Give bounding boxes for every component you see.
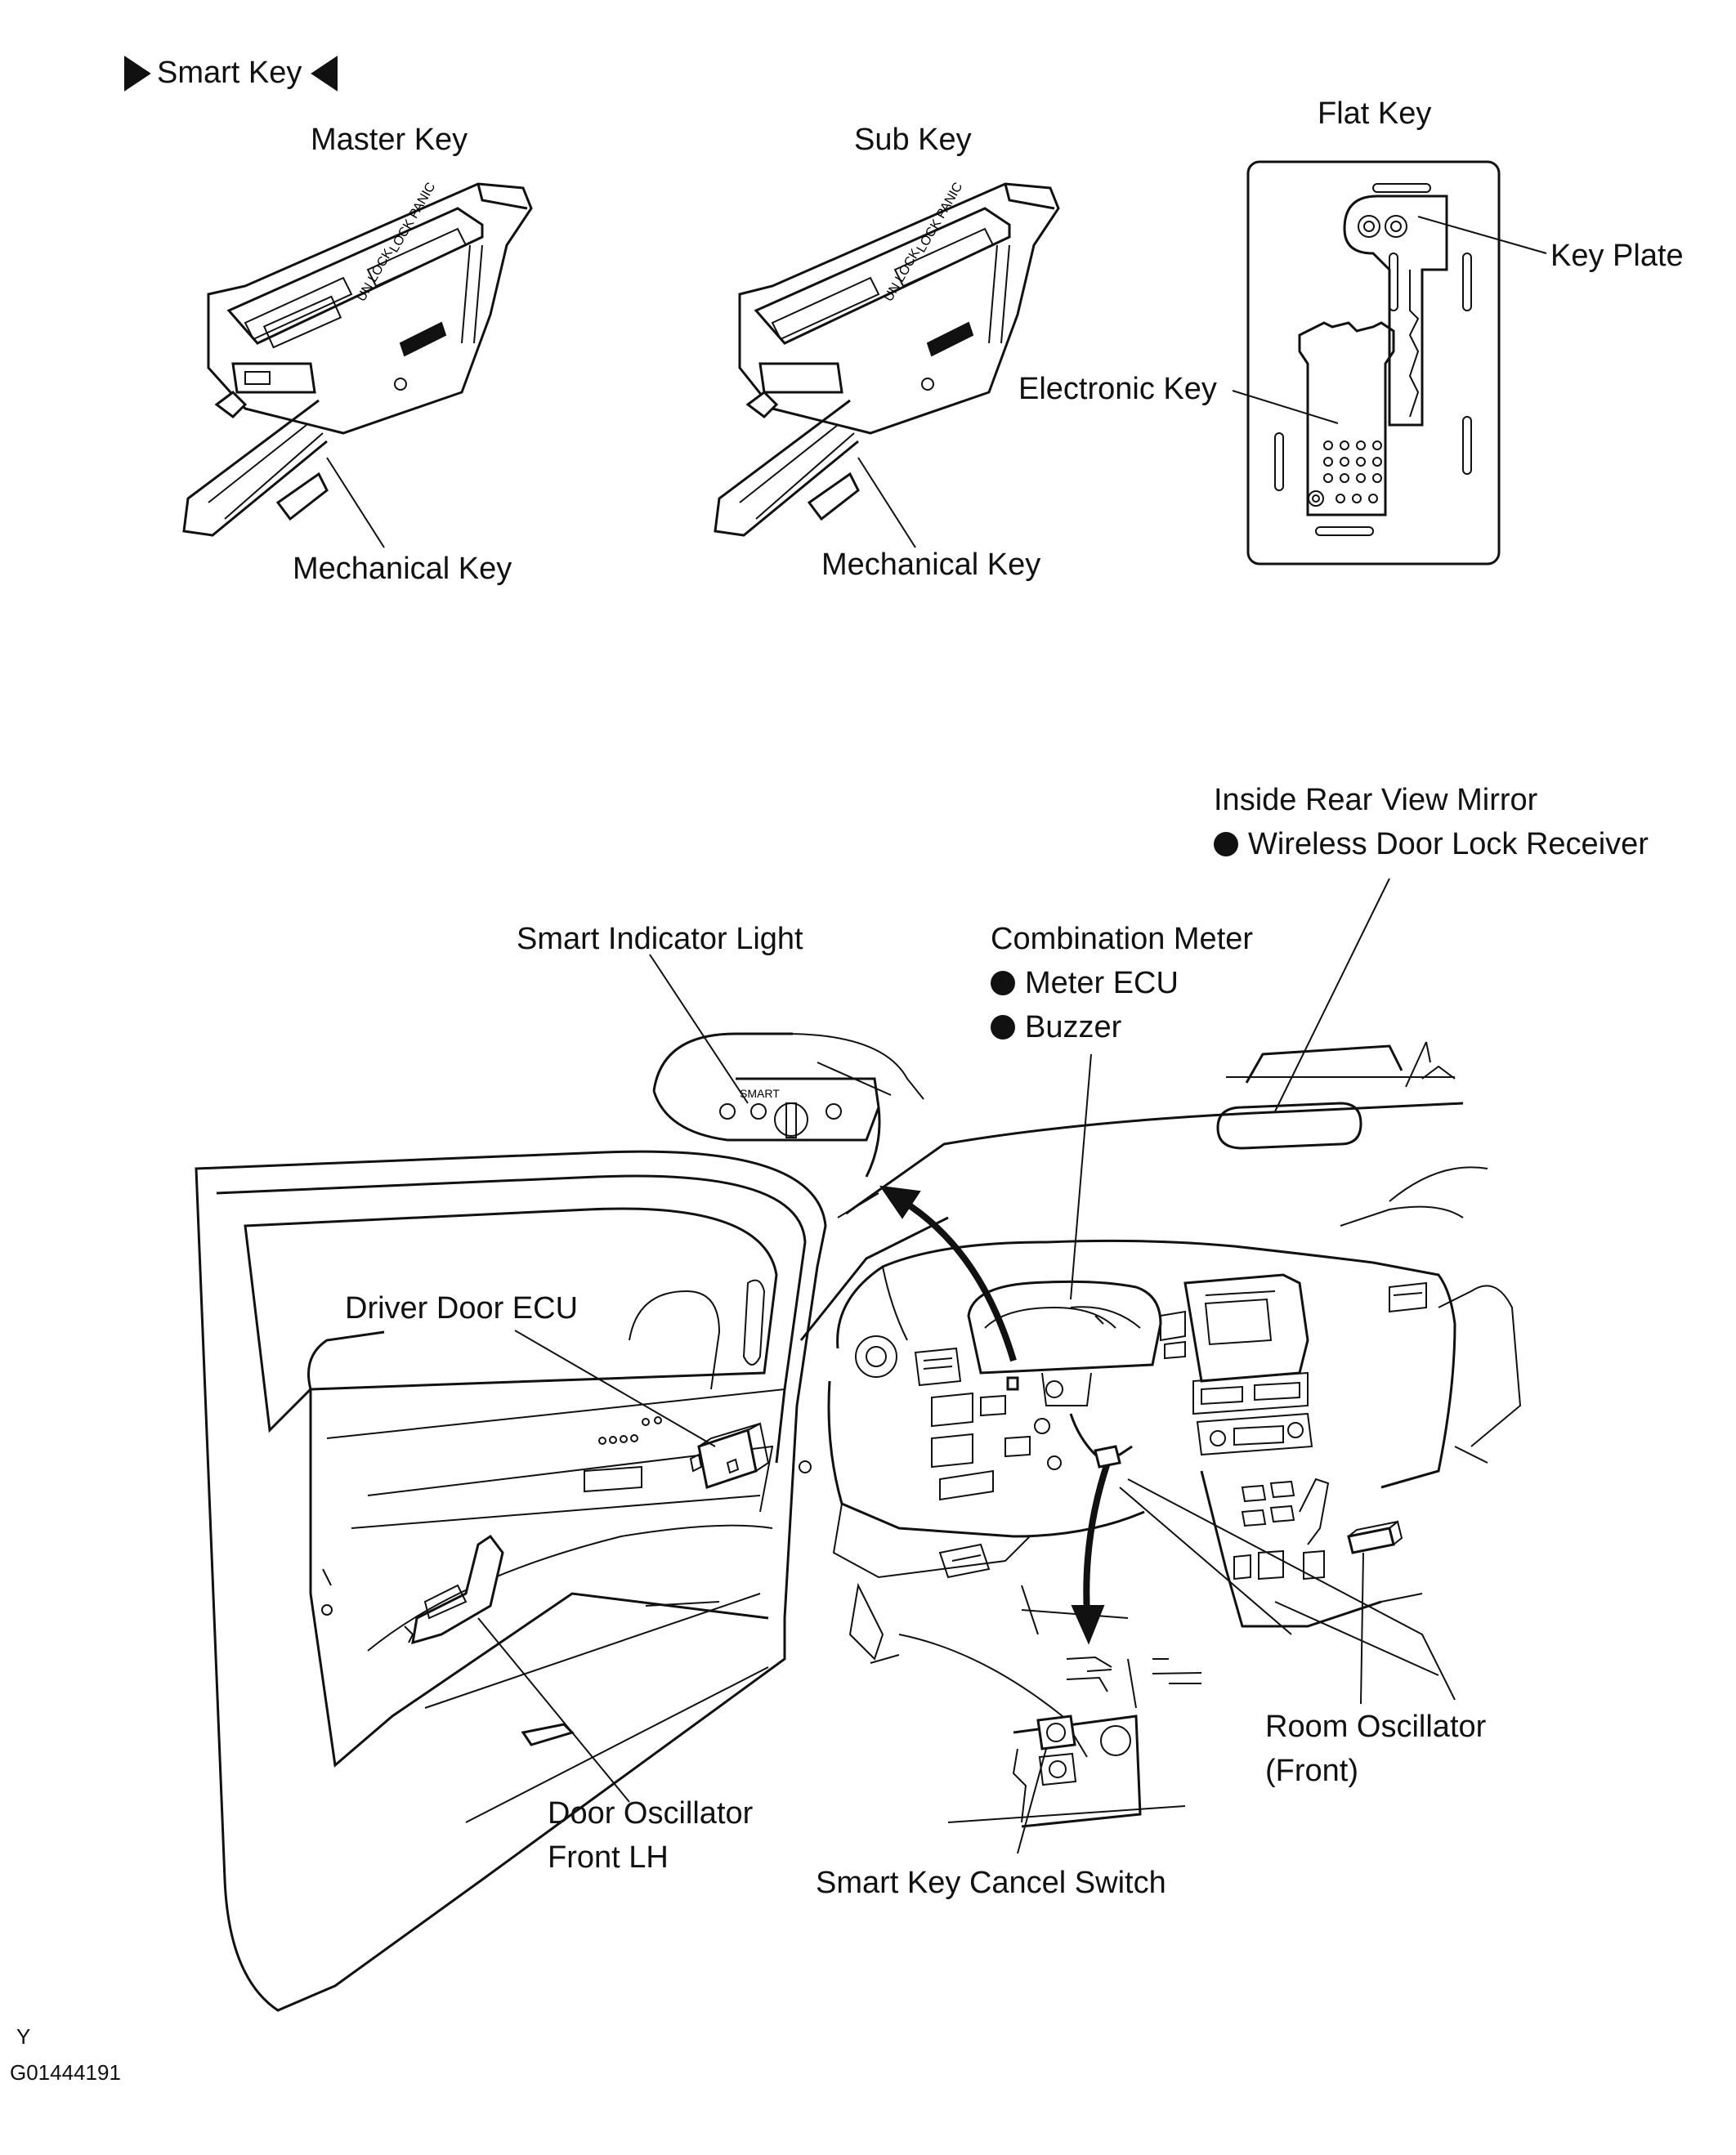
driver-door-ecu-box <box>689 1422 770 1489</box>
master-key-label: Master Key <box>311 123 468 157</box>
smart-indicator-text: SMART <box>740 1087 780 1100</box>
electronic-key-grid <box>1308 440 1382 507</box>
dashboard <box>827 1239 1456 1579</box>
smart-indicator-label: Smart Indicator Light <box>517 922 803 956</box>
center-console <box>1160 1205 1464 1628</box>
master-fob-lock-label: LOCK PANIC <box>387 181 439 255</box>
door-oscillator-part <box>404 1534 504 1645</box>
master-key-illustration: LOCK PANIC UN LOCK <box>182 181 533 537</box>
rear-view-mirror <box>1216 1041 1456 1150</box>
sub-key-label: Sub Key <box>854 123 972 157</box>
figure-code: G01444191 <box>10 2060 121 2085</box>
driver-door-ecu-label: Driver Door ECU <box>345 1291 579 1326</box>
sub-fob-lock-label: LOCK PANIC <box>915 181 966 255</box>
flat-key-illustration <box>1246 160 1501 566</box>
driver-door <box>195 1150 827 2012</box>
inside-mirror-label: Inside Rear View Mirror <box>1214 783 1538 817</box>
room-oscillator-label-line2: (Front) <box>1265 1754 1358 1788</box>
door-oscillator-label-line2: Front LH <box>548 1840 669 1875</box>
page-title: Smart Key <box>157 56 302 90</box>
mechanical-key-label-1: Mechanical Key <box>293 552 512 586</box>
smart-indicator-inset: SMART <box>652 1032 924 1178</box>
electronic-key-label: Electronic Key <box>1018 372 1217 406</box>
sub-fob-unlock-label: UN LOCK <box>882 247 923 304</box>
footer-letter: Y <box>16 2024 31 2049</box>
door-oscillator-label: Door Oscillator <box>548 1796 754 1831</box>
mechanical-key-label-2: Mechanical Key <box>821 548 1041 582</box>
room-oscillator-label: Room Oscillator <box>1265 1710 1487 1744</box>
cancel-switch-label: Smart Key Cancel Switch <box>816 1866 1166 1900</box>
floor-area <box>848 1285 1522 1758</box>
master-fob-unlock-label: UN LOCK <box>355 247 396 304</box>
meter-ecu-label: Meter ECU <box>991 966 1179 1002</box>
wireless-receiver-label: Wireless Door Lock Receiver <box>1214 827 1649 863</box>
room-oscillator-part <box>1347 1520 1403 1554</box>
bullet-icon <box>991 1015 1015 1039</box>
switch-location-marker <box>1094 1445 1121 1469</box>
cancel-switch-inset <box>947 1656 1202 1828</box>
arrow-to-cancel-switch-icon <box>1071 1461 1111 1645</box>
sub-key-illustration: LOCK PANIC UN LOCK <box>714 181 1060 537</box>
arrow-to-indicator-icon <box>879 1185 1017 1362</box>
title-arrow-right-icon <box>124 56 151 92</box>
flat-key-label: Flat Key <box>1318 96 1432 131</box>
combination-meter-label: Combination Meter <box>991 922 1254 956</box>
buzzer-label: Buzzer <box>991 1010 1121 1046</box>
key-plate-label: Key Plate <box>1550 239 1684 273</box>
bullet-icon <box>1214 832 1238 856</box>
title-arrow-left-icon <box>311 56 338 92</box>
bullet-icon <box>991 971 1015 995</box>
